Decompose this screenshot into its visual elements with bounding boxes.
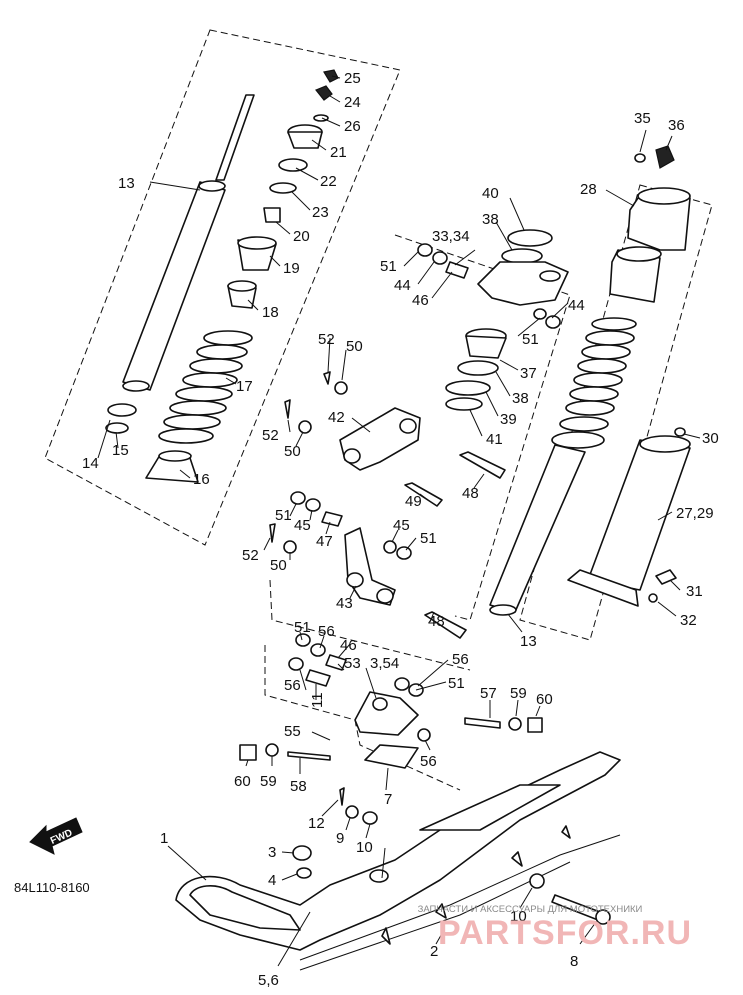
callout-60-left: 60 [234,773,251,790]
callout-52-mid: 52 [262,427,279,444]
spring-17 [158,330,253,444]
callout-38-upper: 38 [482,211,499,228]
callout-24: 24 [344,94,361,111]
callout-59-left: 59 [260,773,277,790]
callout-19: 19 [283,260,300,277]
callout-49: 49 [405,493,422,510]
callout-13-left: 13 [118,175,135,192]
right-spring [551,317,637,449]
lower-mount-assembly [239,633,543,825]
forward-direction-arrow: FWD [29,817,83,855]
callout-16: 16 [193,471,210,488]
callout-56-c: 56 [284,677,301,694]
callout-45-left: 45 [294,517,311,534]
callout-38-lower: 38 [512,390,529,407]
ski-assembly [175,751,621,971]
callout-1: 1 [160,830,168,847]
callout-47: 47 [316,533,333,550]
callout-40: 40 [482,185,499,202]
left-shock-assembly [105,69,339,483]
watermark: ЗАПЧАСТИ И АКСЕССУАРЫ ДЛЯ МОТОТЕХНИКИ PA… [418,904,692,952]
callout-55: 55 [284,723,301,740]
callout-50-lower: 50 [270,557,287,574]
diagram-code: 84L110-8160 [14,880,90,895]
callout-32: 32 [680,612,697,629]
watermark-tagline: ЗАПЧАСТИ И АКСЕССУАРЫ ДЛЯ МОТОТЕХНИКИ [418,904,643,915]
callout-52-upper: 52 [318,331,335,348]
callout-8: 8 [570,953,578,970]
callout-48-lower: 48 [428,613,445,630]
callout-57: 57 [480,685,497,702]
callout-9: 9 [336,830,344,847]
callout-41: 41 [486,431,503,448]
callout-37: 37 [520,365,537,382]
callout-50-mid: 50 [284,443,301,460]
callout-56-b: 56 [452,651,469,668]
watermark-logo-text: PARTSFOR.RU [438,914,692,952]
callout-17: 17 [236,378,253,395]
callout-56-d: 56 [420,753,437,770]
callout-51-upper-right: 51 [522,331,539,348]
link-arm-43 [269,491,467,639]
callout-33-34: 33,34 [432,228,470,245]
callout-3-54: 3,54 [370,655,399,672]
callout-10-lower: 10 [510,908,527,925]
callout-50-upper: 50 [346,338,363,355]
callout-42: 42 [328,409,345,426]
part-labels: 13 25 24 26 21 22 23 20 19 18 17 14 15 1… [82,70,719,989]
callout-46-lower: 46 [340,637,357,654]
callout-59-right: 59 [510,685,527,702]
callout-26: 26 [344,118,361,135]
callout-53: 53 [344,655,361,672]
callout-31: 31 [686,583,703,600]
callout-46-upper: 46 [412,292,429,309]
callout-21: 21 [330,144,347,161]
callout-2: 2 [430,943,438,960]
callout-43: 43 [336,595,353,612]
callout-4: 4 [268,872,276,889]
callout-20: 20 [293,228,310,245]
callout-3: 3 [268,844,276,861]
callout-51-mid-left: 51 [275,507,292,524]
callout-36: 36 [668,117,685,134]
callout-28: 28 [580,181,597,198]
upper-bracket-assembly [417,229,569,411]
callout-15: 15 [112,442,129,459]
callout-18: 18 [262,304,279,321]
callout-30: 30 [702,430,719,447]
callout-7: 7 [384,791,392,808]
callout-27-29: 27,29 [676,505,714,522]
callout-25: 25 [344,70,361,87]
right-shock-assembly [489,145,691,616]
callout-12: 12 [308,815,325,832]
callout-45-right: 45 [393,517,410,534]
callout-48-upper: 48 [462,485,479,502]
callout-14: 14 [82,455,99,472]
callout-5-6: 5,6 [258,972,279,989]
callout-56-a: 56 [318,623,335,640]
callout-11: 11 [309,692,326,708]
callout-51-lower-left: 51 [294,619,311,636]
callout-22: 22 [320,173,337,190]
callout-51-mid-right: 51 [420,530,437,547]
callout-51-lower-right: 51 [448,675,465,692]
callout-51-upper-left: 51 [380,258,397,275]
callout-35: 35 [634,110,651,127]
callout-44-right: 44 [568,297,585,314]
callout-39: 39 [500,411,517,428]
leader-lines [97,75,701,967]
callout-10-upper: 10 [356,839,373,856]
callout-13-right: 13 [520,633,537,650]
callout-52-lower: 52 [242,547,259,564]
callout-60-right: 60 [536,691,553,708]
callout-23: 23 [312,204,329,221]
callout-58: 58 [290,778,307,795]
callout-44-left: 44 [394,277,411,294]
